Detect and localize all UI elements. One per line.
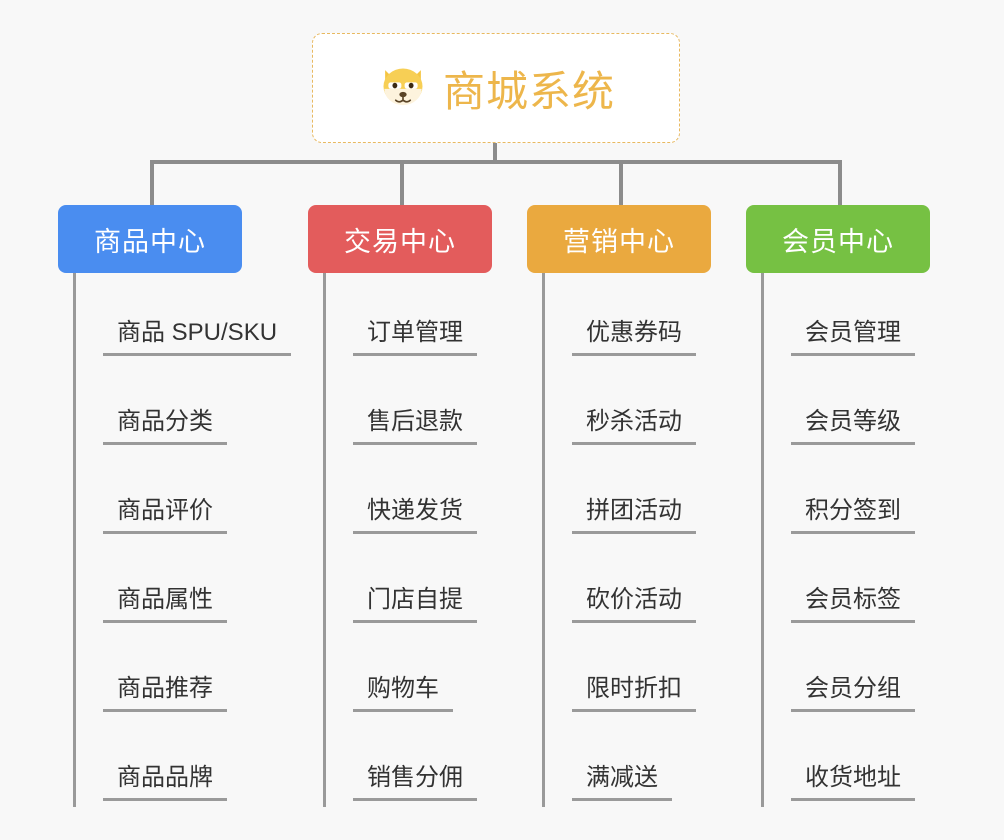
leaf-item-label: 商品品牌 [103,764,227,801]
leaf-item[interactable]: 会员等级 [761,362,915,451]
leaf-item-label: 商品属性 [103,586,227,623]
category-label: 会员中心 [782,226,894,257]
leaf-item[interactable]: 商品评价 [73,451,227,540]
root-node-shopping-mall-system[interactable]: 商城系统 [312,33,680,143]
leaf-item-label: 购物车 [353,675,453,712]
connector-drop-marketing-center [619,160,623,205]
leaf-trunk-trade-center [323,273,326,807]
root-title: 商城系统 [442,67,615,115]
leaf-item[interactable]: 商品分类 [73,362,227,451]
leaf-item[interactable]: 秒杀活动 [542,362,696,451]
shiba-dog-icon [377,62,429,114]
leaf-item-label: 会员等级 [791,408,915,445]
leaf-item-label: 商品分类 [103,408,227,445]
category-box-trade-center[interactable]: 交易中心 [308,205,492,273]
leaf-item[interactable]: 收货地址 [761,718,915,807]
category-box-product-center[interactable]: 商品中心 [58,205,242,273]
leaf-item-label: 商品推荐 [103,675,227,712]
leaf-item[interactable]: 购物车 [323,629,453,718]
category-box-member-center[interactable]: 会员中心 [746,205,930,273]
category-label: 商品中心 [94,226,206,257]
connector-root-stem [493,143,497,163]
leaf-item-label: 满减送 [572,764,672,801]
leaf-item-label: 订单管理 [353,319,477,356]
connector-drop-member-center [838,160,842,205]
leaf-item-label: 商品 SPU/SKU [103,319,292,356]
leaf-item-label: 销售分佣 [353,764,477,801]
leaf-item[interactable]: 商品品牌 [73,718,227,807]
leaf-item[interactable]: 限时折扣 [542,629,696,718]
leaf-trunk-member-center [761,273,764,807]
leaf-item-label: 优惠券码 [572,319,696,356]
leaf-item[interactable]: 砍价活动 [542,540,696,629]
leaf-item-label: 会员分组 [791,675,915,712]
leaf-item[interactable]: 会员标签 [761,540,915,629]
leaf-item[interactable]: 售后退款 [323,362,477,451]
leaf-item[interactable]: 商品 SPU/SKU [73,273,292,362]
category-label: 营销中心 [563,226,675,257]
leaf-item-label: 秒杀活动 [572,408,696,445]
category-label: 交易中心 [344,226,456,257]
leaf-item[interactable]: 满减送 [542,718,672,807]
connector-drop-product-center [150,160,154,205]
leaf-item-label: 售后退款 [353,408,477,445]
leaf-item[interactable]: 商品推荐 [73,629,227,718]
leaf-item-label: 会员管理 [791,319,915,356]
leaf-item[interactable]: 销售分佣 [323,718,477,807]
leaf-item-label: 砍价活动 [572,586,696,623]
leaf-item[interactable]: 商品属性 [73,540,227,629]
leaf-item-label: 收货地址 [791,764,915,801]
leaf-item[interactable]: 会员管理 [761,273,915,362]
leaf-item[interactable]: 会员分组 [761,629,915,718]
leaf-trunk-marketing-center [542,273,545,807]
leaf-item[interactable]: 订单管理 [323,273,477,362]
leaf-trunk-product-center [73,273,76,807]
leaf-item[interactable]: 拼团活动 [542,451,696,540]
leaf-item-label: 积分签到 [791,497,915,534]
leaf-item-label: 门店自提 [353,586,477,623]
leaf-item[interactable]: 快递发货 [323,451,477,540]
leaf-item-label: 商品评价 [103,497,227,534]
connector-horizontal-bar [150,160,842,164]
category-box-marketing-center[interactable]: 营销中心 [527,205,711,273]
leaf-item-label: 拼团活动 [572,497,696,534]
leaf-item-label: 会员标签 [791,586,915,623]
leaf-item[interactable]: 门店自提 [323,540,477,629]
connector-drop-trade-center [400,160,404,205]
leaf-item-label: 快递发货 [353,497,477,534]
leaf-item-label: 限时折扣 [572,675,696,712]
leaf-item[interactable]: 优惠券码 [542,273,696,362]
leaf-item[interactable]: 积分签到 [761,451,915,540]
